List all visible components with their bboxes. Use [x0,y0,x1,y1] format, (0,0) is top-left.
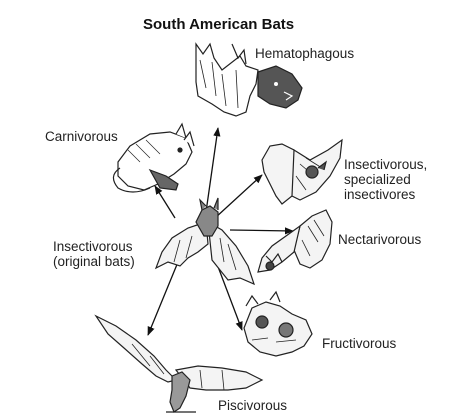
label-insectivorous-specialized-line-2: specialized [344,172,411,187]
label-carnivorous: Carnivorous [45,129,118,144]
fructivorous-bat-illustration [243,290,313,357]
original-insectivorous-bat-illustration [154,197,255,286]
arrows [147,127,294,336]
diagram-title: South American Bats [143,16,295,33]
label-fructivorous: Fructivorous [322,336,397,351]
label-insectivorous-specialized-line-1: Insectivorous, [344,157,428,172]
piscivorous-bat-illustration [94,314,264,413]
label-insectivorous-original-line-2: (original bats) [53,254,135,269]
hematophagous-bat-illustration [195,42,303,117]
arrow-to-nectarivorous [229,227,294,235]
carnivorous-bat-illustration [112,122,195,193]
arrow-to-hematophagous [205,127,221,213]
nectarivorous-bat-illustration [257,209,333,273]
label-hematophagous: Hematophagous [255,46,355,61]
insectivorous-specialized-bat-illustration [261,138,343,205]
arrow-to-piscivorous [147,261,179,336]
label-insectivorous-specialized: Insectivorous, specialized insectivores [344,157,427,202]
arrow-to-fructivorous [216,263,243,331]
label-insectivorous-specialized-line-3: insectivores [344,187,416,202]
arrow-to-insectivorous-specialized [214,174,263,219]
label-insectivorous-original: Insectivorous (original bats) [53,239,135,269]
label-insectivorous-original-line-1: Insectivorous [53,239,133,254]
label-piscivorous: Piscivorous [218,398,288,413]
label-nectarivorous: Nectarivorous [338,232,422,247]
arrow-to-carnivorous [154,185,176,219]
